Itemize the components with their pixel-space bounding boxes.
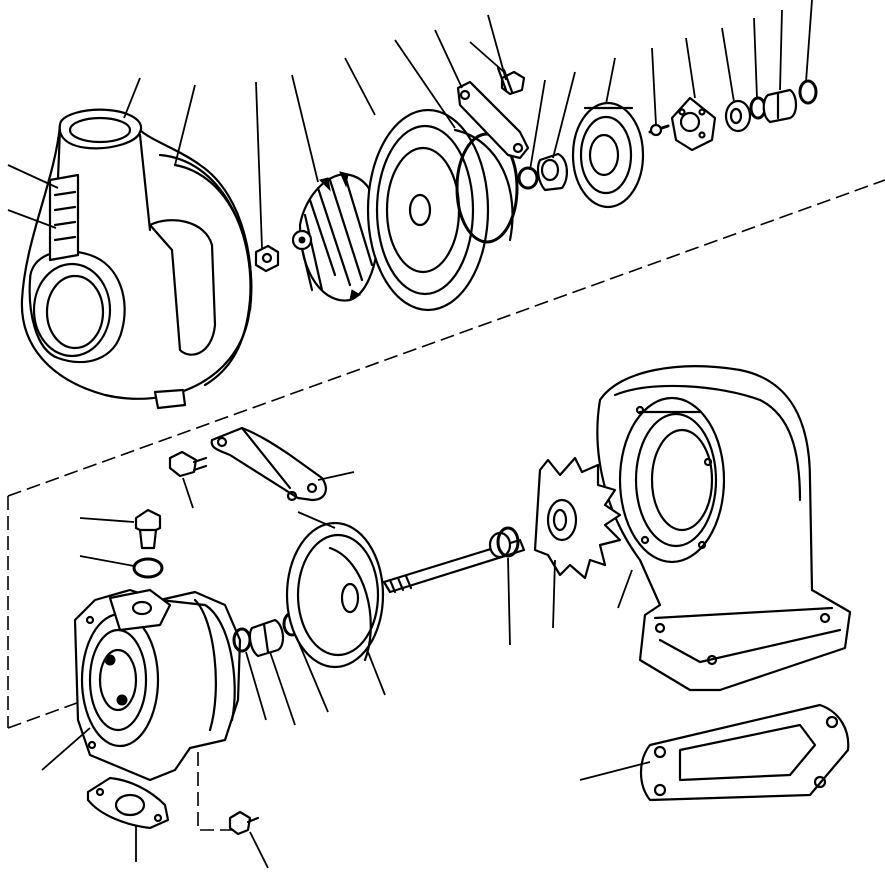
callout-leaders bbox=[7, 0, 813, 869]
bolt-upper bbox=[496, 66, 526, 96]
insert-disc bbox=[571, 101, 645, 209]
bracket-plate-upper bbox=[456, 80, 530, 160]
section-divider-lines bbox=[7, 179, 885, 831]
exhaust-gasket bbox=[639, 703, 850, 802]
oil-drain-gasket bbox=[86, 776, 170, 830]
turbine-wheel-shaft bbox=[358, 456, 622, 594]
compressor-housing bbox=[20, 108, 253, 410]
thrust-bearing-plate bbox=[670, 96, 717, 152]
bolt-bottom bbox=[228, 810, 260, 836]
screw-small bbox=[648, 123, 670, 137]
compressor-wheel bbox=[291, 171, 380, 302]
o-ring-small bbox=[517, 166, 539, 190]
compressor-backplate bbox=[366, 108, 514, 312]
center-bearing-housing bbox=[73, 588, 242, 782]
bearing-upper bbox=[762, 88, 798, 124]
turbine-housing bbox=[596, 365, 852, 692]
piston-ring bbox=[496, 526, 520, 558]
o-ring-end bbox=[798, 79, 818, 105]
compressor-wheel-nut bbox=[254, 244, 280, 273]
washer bbox=[132, 557, 164, 579]
thrust-collar bbox=[536, 152, 568, 192]
bearing-lower bbox=[248, 618, 285, 658]
spacer bbox=[724, 99, 752, 133]
oil-fitting bbox=[134, 508, 162, 550]
bracket-lower bbox=[210, 426, 327, 502]
heat-shield bbox=[285, 521, 385, 669]
bolt-lower bbox=[168, 450, 208, 478]
